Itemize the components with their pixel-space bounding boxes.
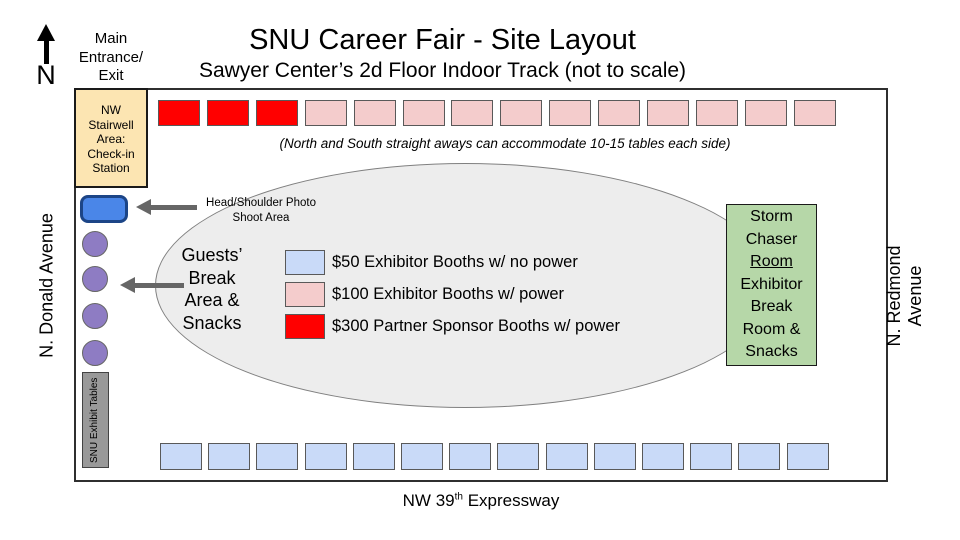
booth-no-power — [160, 443, 202, 470]
break-area-circle — [82, 231, 108, 257]
legend-label: $100 Exhibitor Booths w/ power — [332, 285, 565, 303]
booth-no-power — [208, 443, 251, 470]
booth-no-power — [593, 443, 636, 470]
booth-no-power — [545, 443, 588, 470]
north-arrow-icon — [36, 24, 56, 64]
photo-shoot-area-label: Head/Shoulder Photo Shoot Area — [206, 197, 316, 224]
booth-power — [549, 100, 592, 126]
checkin-station-label: NW Stairwell Area: Check-in Station — [87, 103, 135, 175]
photo-shoot-area-box — [80, 195, 128, 223]
arrow-left-icon-break — [120, 277, 184, 293]
snu-exhibit-tables-label: SNU Exhibit Tables — [89, 377, 100, 463]
street-label-west: N. Donald Avenue — [36, 213, 57, 358]
booth-power — [304, 100, 347, 126]
legend-swatch-blue — [285, 250, 325, 275]
booth-no-power — [786, 443, 829, 470]
booth-sponsor — [158, 100, 200, 126]
legend-item-no-power: $50 Exhibitor Booths w/ no power — [285, 250, 578, 275]
booth-no-power — [497, 443, 540, 470]
booth-power — [744, 100, 787, 126]
straightaway-note: (North and South straight aways can acco… — [279, 136, 731, 151]
storm-chaser-room-box: Storm Chaser Room Exhibitor Break Room &… — [726, 204, 817, 366]
booth-power — [500, 100, 543, 126]
break-area-circle — [82, 266, 108, 292]
snu-exhibit-tables-box: SNU Exhibit Tables — [82, 372, 109, 468]
title-block: SNU Career Fair - Site Layout Sawyer Cen… — [150, 22, 735, 83]
legend-label: $300 Partner Sponsor Booths w/ power — [332, 317, 621, 335]
booth-no-power — [449, 443, 492, 470]
legend-swatch-pink — [285, 282, 325, 307]
page-subtitle: Sawyer Center’s 2d Floor Indoor Track (n… — [198, 59, 687, 82]
legend-item-sponsor: $300 Partner Sponsor Booths w/ power — [285, 314, 620, 339]
north-arrow-stem — [43, 41, 49, 64]
legend-label: $50 Exhibitor Booths w/ no power — [332, 253, 578, 271]
main-entrance-label: Main Entrance/ Exit — [78, 30, 144, 84]
street-label-south: NW 39th Expressway — [402, 491, 560, 510]
booth-power — [353, 100, 396, 126]
booth-no-power — [352, 443, 395, 470]
north-arrow-head — [37, 24, 55, 41]
guest-break-area-label: Guests’ Break Area & Snacks — [181, 245, 243, 333]
booth-no-power — [304, 443, 347, 470]
checkin-station-box: NW Stairwell Area: Check-in Station — [74, 88, 148, 188]
booth-power — [793, 100, 836, 126]
legend-swatch-red — [285, 314, 325, 339]
arrow-left-icon-photo — [136, 199, 197, 215]
booth-no-power — [738, 443, 781, 470]
street-label-east: N. Redmond Avenue — [884, 245, 925, 347]
booth-no-power — [690, 443, 733, 470]
page-title: SNU Career Fair - Site Layout — [249, 24, 636, 56]
break-area-circle — [82, 340, 108, 366]
booth-power — [451, 100, 494, 126]
track-infield-ellipse — [155, 163, 775, 408]
legend-item-power: $100 Exhibitor Booths w/ power — [285, 282, 564, 307]
booth-no-power — [401, 443, 443, 470]
booth-power — [647, 100, 689, 126]
booth-no-power — [256, 443, 299, 470]
booth-sponsor — [206, 100, 249, 126]
compass-north-label: N — [36, 60, 56, 90]
booth-power — [402, 100, 445, 126]
booth-sponsor — [255, 100, 298, 126]
break-area-circle — [82, 303, 108, 329]
booth-power — [695, 100, 738, 126]
booth-no-power — [642, 443, 684, 470]
booth-power — [598, 100, 641, 126]
